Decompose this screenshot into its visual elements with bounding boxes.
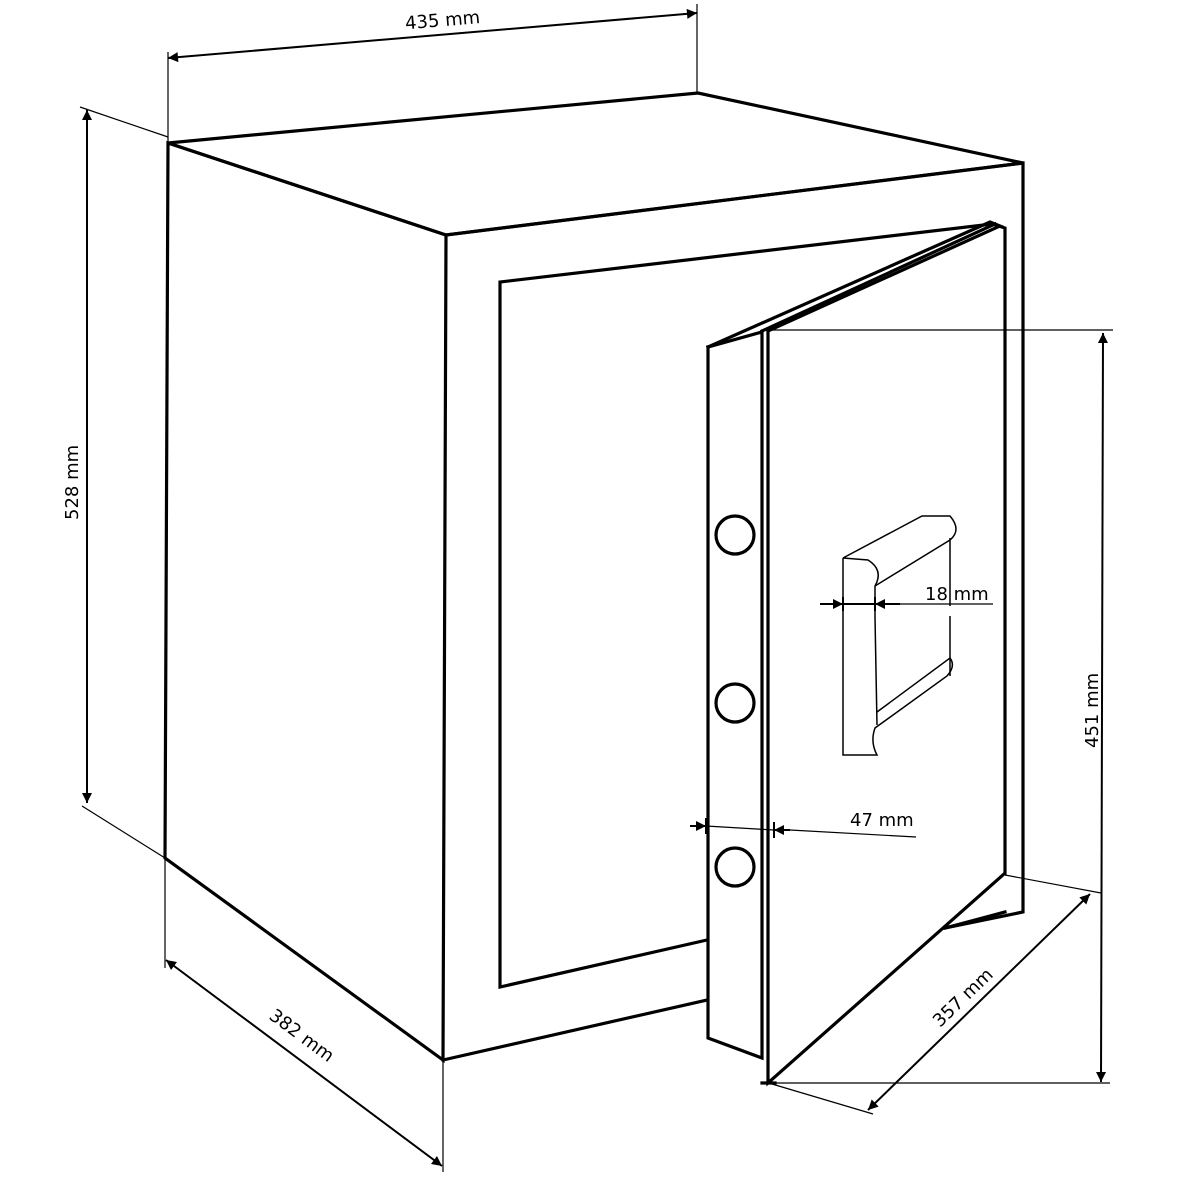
dimension-door-thickness: 47 mm (690, 810, 917, 838)
door-opening-frame (498, 222, 1007, 990)
front-bottom-edge (441, 998, 709, 1062)
dimension-width: 435 mm (167, 4, 698, 143)
dimension-door-height: 451 mm (768, 329, 1113, 1084)
dimension-depth: 382 mm (164, 858, 444, 1172)
height-label: 528 mm (62, 445, 83, 520)
left-side-face (163, 140, 448, 1064)
dimension-height: 528 mm (62, 106, 169, 859)
safe-body (163, 91, 1025, 1064)
door-height-label: 451 mm (1082, 673, 1103, 748)
dimension-handle-depth: 18 mm (820, 584, 993, 611)
door-width-label: 357 mm (929, 964, 998, 1031)
door-handle (842, 515, 957, 756)
dimension-door-width: 357 mm (771, 874, 1102, 1115)
door-top-inner-edge (759, 221, 998, 334)
depth-label: 382 mm (265, 1005, 338, 1067)
bolt-icon-2 (714, 682, 756, 724)
top-face (167, 91, 1024, 237)
bolt-icon-1 (714, 514, 756, 556)
bolt-icon-3 (714, 846, 756, 888)
handle-depth-label: 18 mm (925, 584, 989, 605)
door-edge-strip (708, 332, 762, 1058)
door-edge-outline (706, 329, 764, 1061)
door-thickness-label: 47 mm (850, 810, 914, 831)
safe-door (705, 220, 1007, 1087)
width-label: 435 mm (404, 7, 481, 34)
